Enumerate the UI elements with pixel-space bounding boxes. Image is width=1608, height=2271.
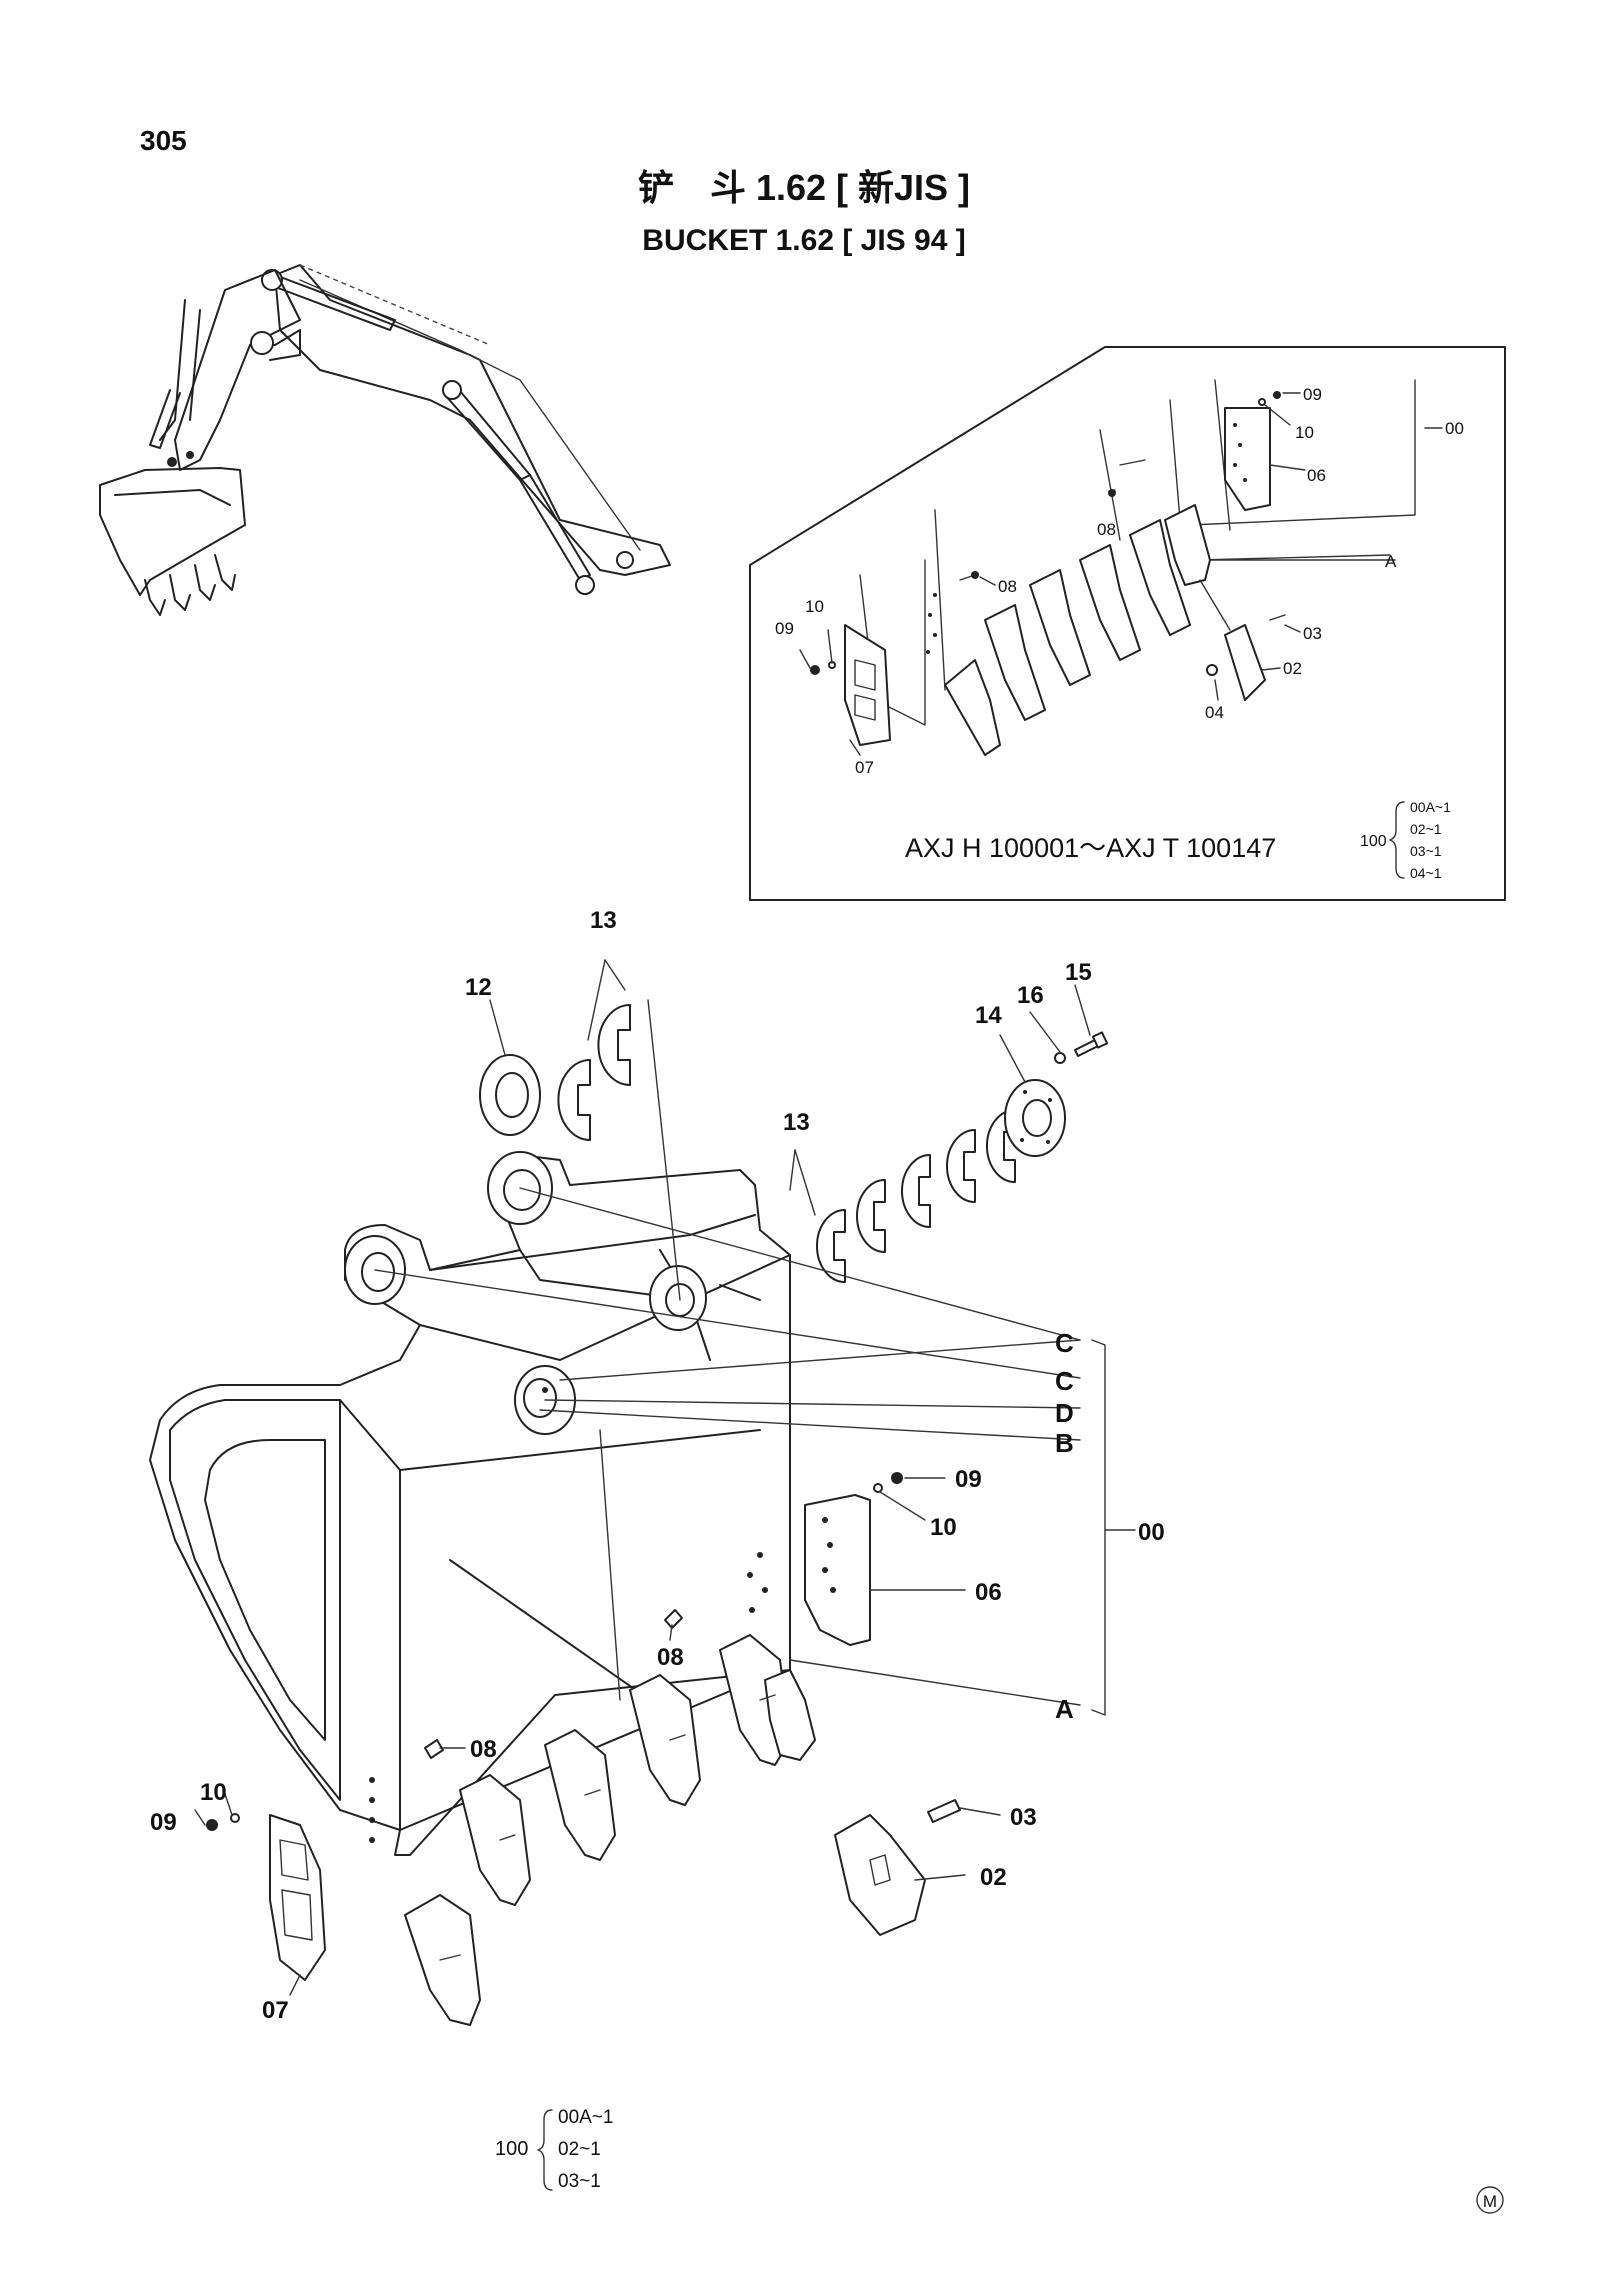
callout-03: 03 (1010, 1804, 1037, 1831)
callout-02: 02 (980, 1864, 1007, 1891)
inset-callout-09: 09 (1303, 385, 1322, 404)
pin-03 (927, 1799, 961, 1823)
callout-C-lower: C (1055, 1366, 1074, 1396)
nut-09-right (891, 1472, 903, 1484)
callout-06: 06 (975, 1579, 1002, 1606)
inset-callout-10-left: 10 (805, 597, 824, 616)
callout-09-right: 09 (955, 1466, 982, 1493)
inset-teeth-row (944, 504, 1211, 756)
inset-callout-02: 02 (1283, 659, 1302, 678)
main-kit-item-1: 00A~1 (558, 2107, 613, 2128)
callout-12: 12 (465, 974, 492, 1001)
m-mark-letter: M (1483, 2192, 1497, 2211)
callout-D: D (1055, 1398, 1074, 1428)
inset-detail-box: 09 10 06 00 08 08 A 03 02 04 09 10 07 AX… (749, 346, 1506, 901)
inset-kit-item-3: 03~1 (1410, 843, 1442, 859)
callout-15: 15 (1065, 959, 1092, 986)
callout-13-right: 13 (783, 1109, 810, 1136)
main-bucket-drawing: 13 12 13 14 16 15 C C D B 00 09 10 06 08… (149, 907, 1165, 2026)
bucket-teeth (404, 1634, 816, 2026)
callout-C-upper: C (1055, 1328, 1074, 1358)
callout-A: A (1055, 1694, 1074, 1724)
callout-08-upper: 08 (657, 1644, 684, 1671)
bolt-08-lower (424, 1739, 444, 1759)
inset-callout-08-lower: 08 (998, 577, 1017, 596)
shims-13-right (816, 1109, 1016, 1283)
bolt-08-upper (664, 1609, 683, 1629)
inset-kit-item-4: 04~1 (1410, 865, 1442, 881)
inset-callout-09-left: 09 (775, 619, 794, 638)
title-english: BUCKET 1.62 [ JIS 94 ] (642, 224, 965, 257)
nut-09-left (206, 1819, 218, 1831)
callout-08-lower: 08 (470, 1736, 497, 1763)
callout-13-upper: 13 (590, 907, 617, 934)
excavator-arm-illustration (99, 264, 671, 616)
seal-ring-12 (479, 1054, 541, 1136)
side-plate-07 (269, 1814, 326, 1981)
adapter-02 (834, 1814, 926, 1936)
callout-07: 07 (262, 1997, 289, 2024)
callout-10-left: 10 (200, 1779, 227, 1806)
side-plate-06 (804, 1494, 871, 1646)
inset-kit-item-2: 02~1 (1410, 821, 1442, 837)
inset-kit-item-1: 00A~1 (1410, 799, 1451, 815)
washer-10-right (873, 1483, 883, 1493)
washer-10-left (230, 1813, 240, 1823)
m-mark: M (1476, 2186, 1504, 2214)
main-kit-list: 100 00A~1 02~1 03~1 (495, 2107, 613, 2192)
inset-kit-number: 100 (1360, 833, 1387, 850)
inset-callout-06: 06 (1307, 466, 1326, 485)
callout-14: 14 (975, 1002, 1002, 1029)
shims-13-upper (557, 1004, 631, 1141)
inset-callout-00: 00 (1445, 419, 1464, 438)
inset-callout-10: 10 (1295, 423, 1314, 442)
callout-09-left: 09 (150, 1809, 177, 1836)
callout-B: B (1055, 1428, 1074, 1458)
inset-serial-range: AXJ H 100001～AXJ T 100147 (905, 833, 1276, 863)
main-kit-item-3: 03~1 (558, 2171, 601, 2192)
callout-00: 00 (1138, 1519, 1165, 1546)
inset-callout-07: 07 (855, 758, 874, 777)
main-kit-number: 100 (495, 2138, 528, 2160)
callout-16: 16 (1017, 982, 1044, 1009)
inset-callout-A: A (1385, 552, 1397, 571)
washer-plate-14 (1004, 1079, 1066, 1157)
title-chinese: 铲 斗 1.62 [ 新JIS ] (638, 167, 970, 208)
bolt-15-washer-16 (1054, 1031, 1109, 1064)
main-kit-item-2: 02~1 (558, 2139, 601, 2160)
callout-10-right: 10 (930, 1514, 957, 1541)
inset-callout-08-upper: 08 (1097, 520, 1116, 539)
inset-callout-04: 04 (1205, 703, 1224, 722)
page-number: 305 (140, 125, 187, 156)
inset-callout-03: 03 (1303, 624, 1322, 643)
